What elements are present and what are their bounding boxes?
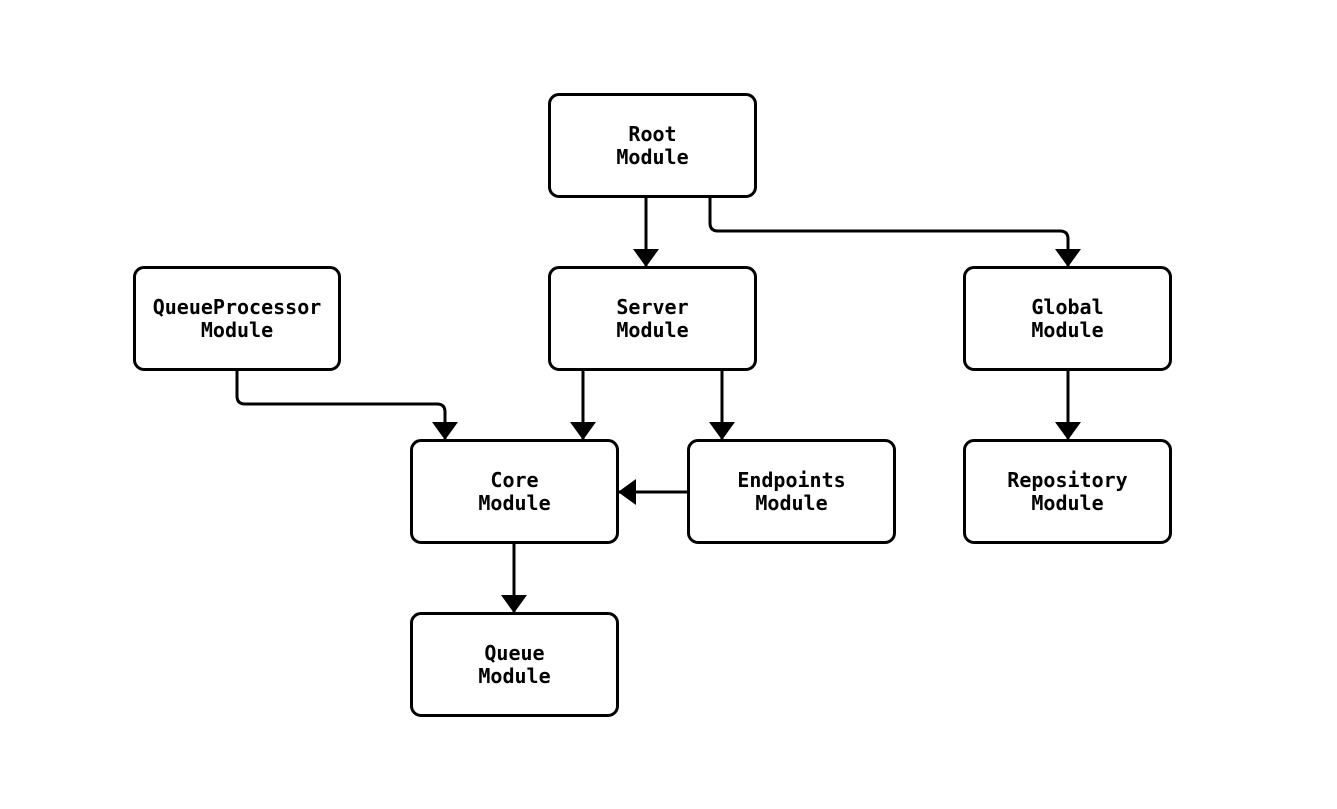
edge-queueprocessor-module-to-core-module xyxy=(235,371,458,440)
edge-root-module-to-global-module xyxy=(708,198,1081,267)
